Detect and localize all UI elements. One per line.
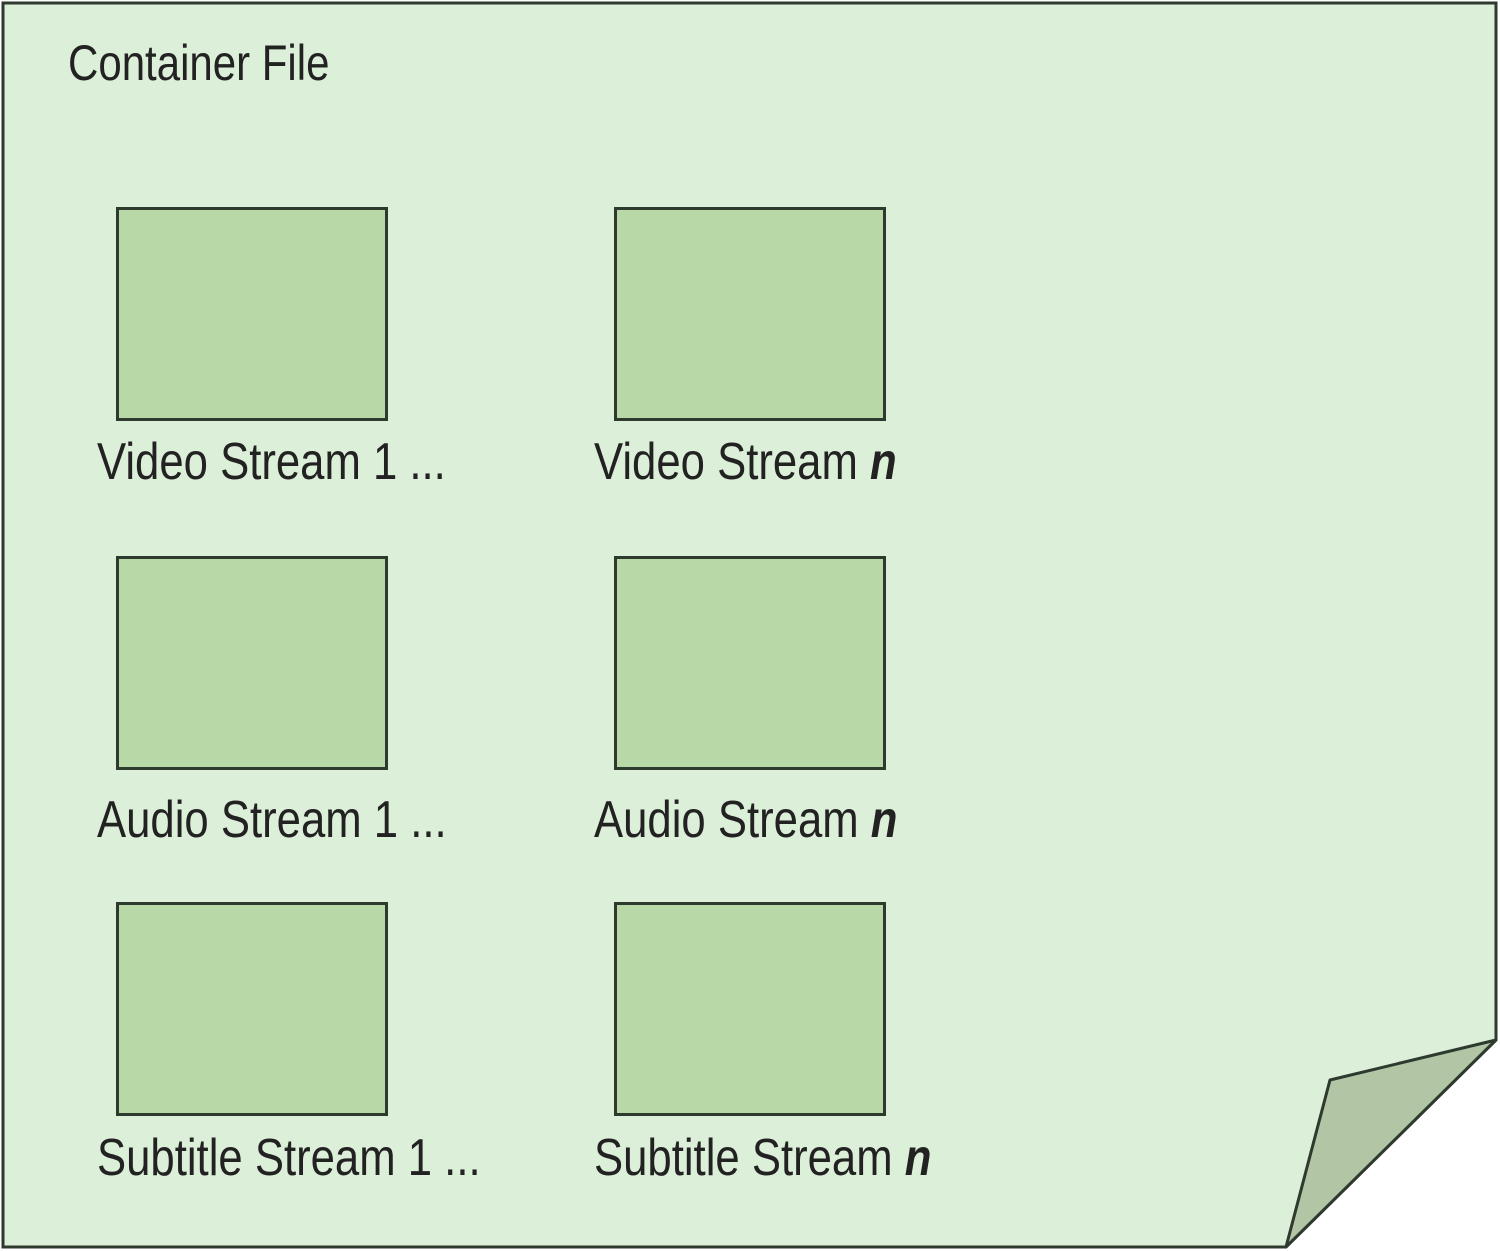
video-stream-n-box xyxy=(614,207,886,421)
subtitle-stream-1-box xyxy=(116,902,388,1116)
audio-stream-n-label: Audio Stream n xyxy=(594,794,897,846)
audio-stream-n-box xyxy=(614,556,886,770)
video-stream-1-label: Video Stream 1 ... xyxy=(97,433,446,491)
subtitle-stream-n-variable: n xyxy=(904,1129,932,1187)
video-stream-n-label: Video Stream n xyxy=(594,436,897,488)
subtitle-stream-n-box xyxy=(614,902,886,1116)
subtitle-stream-n-label: Subtitle Stream n xyxy=(594,1132,931,1184)
audio-stream-n-variable: n xyxy=(870,791,898,849)
container-file-title: Container File xyxy=(68,35,330,91)
page-curl-fold xyxy=(1284,1038,1498,1249)
video-stream-1-box xyxy=(116,207,388,421)
video-stream-n-variable: n xyxy=(869,433,897,491)
subtitle-stream-n-label-text: Subtitle Stream xyxy=(594,1129,905,1187)
audio-stream-n-label-text: Audio Stream xyxy=(594,791,871,849)
audio-stream-1-label: Audio Stream 1 ... xyxy=(97,791,447,849)
subtitle-stream-1-label: Subtitle Stream 1 ... xyxy=(97,1129,481,1187)
video-stream-n-label-text: Video Stream xyxy=(594,433,870,491)
audio-stream-1-box xyxy=(116,556,388,770)
